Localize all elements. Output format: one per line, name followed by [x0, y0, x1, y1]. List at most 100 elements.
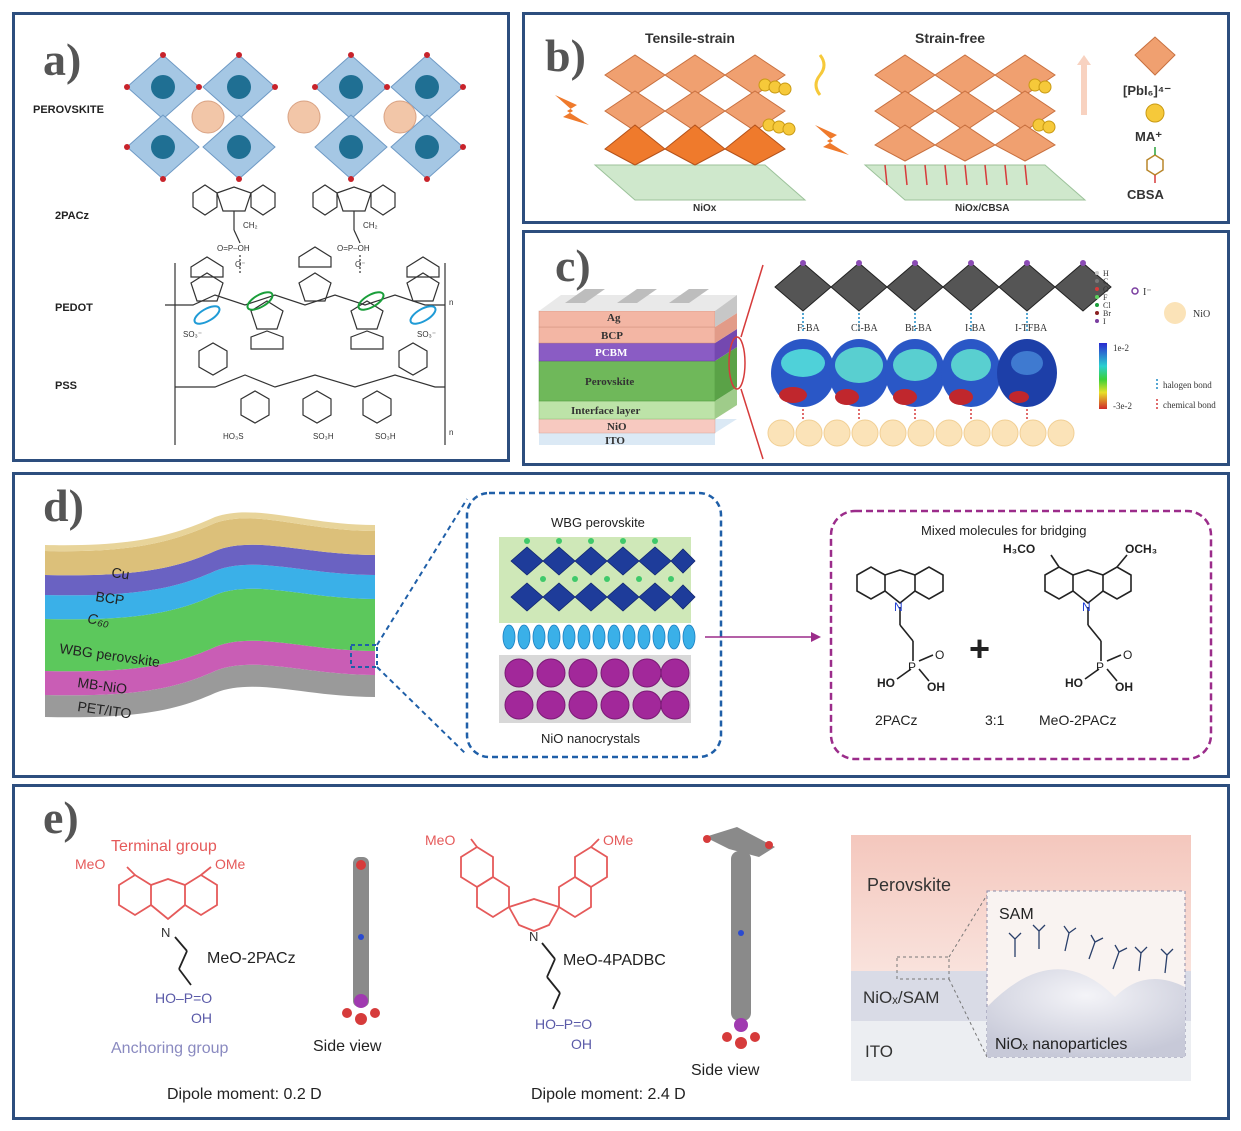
esp-maps: [771, 339, 1057, 407]
chem-so3h-2: SO₃H: [313, 432, 334, 441]
s-plus-highlight-1: [193, 305, 221, 325]
meo-a: MeO: [75, 856, 105, 872]
chem-so3h-1: HO₃S: [223, 432, 244, 441]
legend-nio-icon: [1164, 302, 1186, 324]
p-atom-meo: P: [1096, 660, 1104, 674]
nio-spheres-c: [767, 419, 1075, 447]
mol-f-ba: F-BA: [797, 323, 821, 334]
wavy-device-stack: [45, 512, 375, 718]
sam-molecules-inset: [1008, 924, 1174, 974]
chem-so3-2: SO₃⁻: [417, 330, 436, 339]
n-atom-meo: N: [1082, 600, 1091, 614]
inset-marker: [896, 956, 950, 980]
stack-c-nio: NiO: [607, 421, 627, 433]
panel-b-figure: Tensile-strain Strain-free NiOx: [555, 30, 1176, 214]
plus-sign: +: [969, 628, 990, 669]
phos1: HO–P=O: [155, 990, 212, 1006]
n-atom-e1: N: [161, 925, 170, 940]
panel-b: b) Tensile-strain Strain-free: [522, 12, 1230, 224]
element-i: I: [1103, 317, 1106, 326]
title-tensile-strain: Tensile-strain: [645, 30, 735, 46]
ome-a: OMe: [215, 856, 246, 872]
device-stack-c: [538, 289, 737, 445]
layer-label-perovskite: PEROVSKITE: [33, 104, 104, 116]
chem-o-minus-1: O⁻: [235, 260, 245, 269]
substrate-nioX: NiOx: [693, 203, 717, 214]
zoom-ellipse-c: [728, 336, 746, 390]
dipole-1: Dipole moment: 0.2 D: [167, 1086, 322, 1103]
molecule-meo-2pacz: [1044, 554, 1132, 682]
stack-d-petito: PET/ITO: [77, 698, 133, 721]
panel-c: c) Ag BCP PCBM Perovskite Interface: [522, 230, 1230, 466]
n-atom-e2: N: [529, 929, 538, 944]
pss-chain: [175, 342, 445, 424]
terminal-group-label: Terminal group: [111, 838, 217, 855]
molecule-meo-4padbc: [460, 838, 608, 932]
o-atom-2pacz: O: [935, 648, 944, 662]
panel-e-label: e): [43, 792, 79, 843]
mixed-molecules-box: [829, 509, 1213, 761]
zoom-top-label: WBG perovskite: [551, 515, 645, 530]
scale-top: 1e-2: [1113, 343, 1129, 353]
element-br: Br: [1103, 309, 1111, 318]
stack-d-bcp: BCP: [95, 588, 126, 608]
legend-pbi6-icon: [1134, 36, 1176, 76]
pbi-octahedra-row: [774, 262, 1112, 312]
legend-cbsa-icon: [1146, 147, 1164, 183]
panel-a-label: a): [43, 34, 82, 85]
legend-ma: MA⁺: [1135, 129, 1162, 144]
panel-d-label: d): [43, 480, 84, 531]
panel-d: d) Cu BCP C₆₀ WBG perovskite MB-NiO PET/…: [12, 472, 1230, 778]
perovskite-lattice: [124, 52, 466, 182]
oh1: OH: [191, 1010, 212, 1026]
ho-meo: HO: [1065, 676, 1083, 690]
chem-n-2: n: [449, 428, 453, 437]
legend-iodide: I⁻: [1143, 287, 1152, 298]
label-mol1: MeO-2PACz: [207, 950, 296, 967]
label-perovskite-e: Perovskite: [867, 875, 951, 895]
element-cl: Cl: [1103, 301, 1111, 310]
element-f: F: [1103, 293, 1108, 302]
anchoring-group-label: Anchoring group: [111, 1040, 229, 1057]
wbg-octahedra: [510, 546, 696, 612]
bond-chemical: chemical bond: [1163, 400, 1216, 410]
stack-c-bcp: BCP: [601, 330, 623, 342]
panel-c-figure: Ag BCP PCBM Perovskite Interface layer N…: [538, 260, 1216, 460]
bond-halogen: halogen bond: [1163, 380, 1212, 390]
2pacz-molecules: [192, 184, 396, 273]
h3co: H₃CO: [1003, 542, 1035, 556]
s-plus-highlight-4: [409, 305, 437, 325]
legend-ma-icon: [1145, 103, 1165, 123]
panel-e-figure: Terminal group MeO OMe N MeO-2PACz HO–P=…: [75, 827, 1191, 1103]
label-niox-sam: NiOₓ/SAM: [863, 988, 939, 1007]
nio-nanocrystals: [504, 658, 690, 720]
oh-meo: OH: [1115, 680, 1133, 694]
mixed-title: Mixed molecules for bridging: [921, 523, 1086, 538]
layer-label-pedot: PEDOT: [55, 302, 93, 314]
mol-i-ba: I-BA: [965, 323, 986, 334]
element-o: O: [1103, 285, 1109, 294]
s-plus-highlight-2: [246, 291, 274, 311]
legend-pbi6: [PbI₆]⁴⁻: [1123, 83, 1171, 98]
panel-e: e) Terminal group MeO OMe N MeO-2PACz HO…: [12, 784, 1230, 1120]
zoom-line-bottom: [740, 388, 764, 460]
ratio: 3:1: [985, 712, 1005, 728]
och3: OCH₃: [1125, 542, 1157, 556]
stack-d-mbnio: MB-NiO: [77, 674, 129, 697]
o-atom-meo: O: [1123, 648, 1132, 662]
stack-c-ag: Ag: [607, 312, 621, 324]
side-view-2: Side view: [691, 1062, 760, 1079]
molecule-meo-2pacz-e: [118, 866, 218, 921]
element-h: H: [1103, 269, 1109, 278]
chem-po3h-2: O=P–OH: [337, 244, 370, 253]
element-legend: [1095, 271, 1099, 323]
substrate-niox-cbsa: NiOx/CBSA: [955, 203, 1009, 214]
sam-ellipses: [502, 624, 696, 650]
chem-so3h-3: SO₃H: [375, 432, 396, 441]
ho-2pacz: HO: [877, 676, 895, 690]
zoom-bottom-label: NiO nanocrystals: [541, 731, 640, 746]
chem-ch2-1: CH₂: [243, 221, 258, 230]
esp-color-scale: [1099, 343, 1107, 409]
legend-nio: NiO: [1193, 309, 1210, 320]
label-ito-e: ITO: [865, 1042, 893, 1061]
